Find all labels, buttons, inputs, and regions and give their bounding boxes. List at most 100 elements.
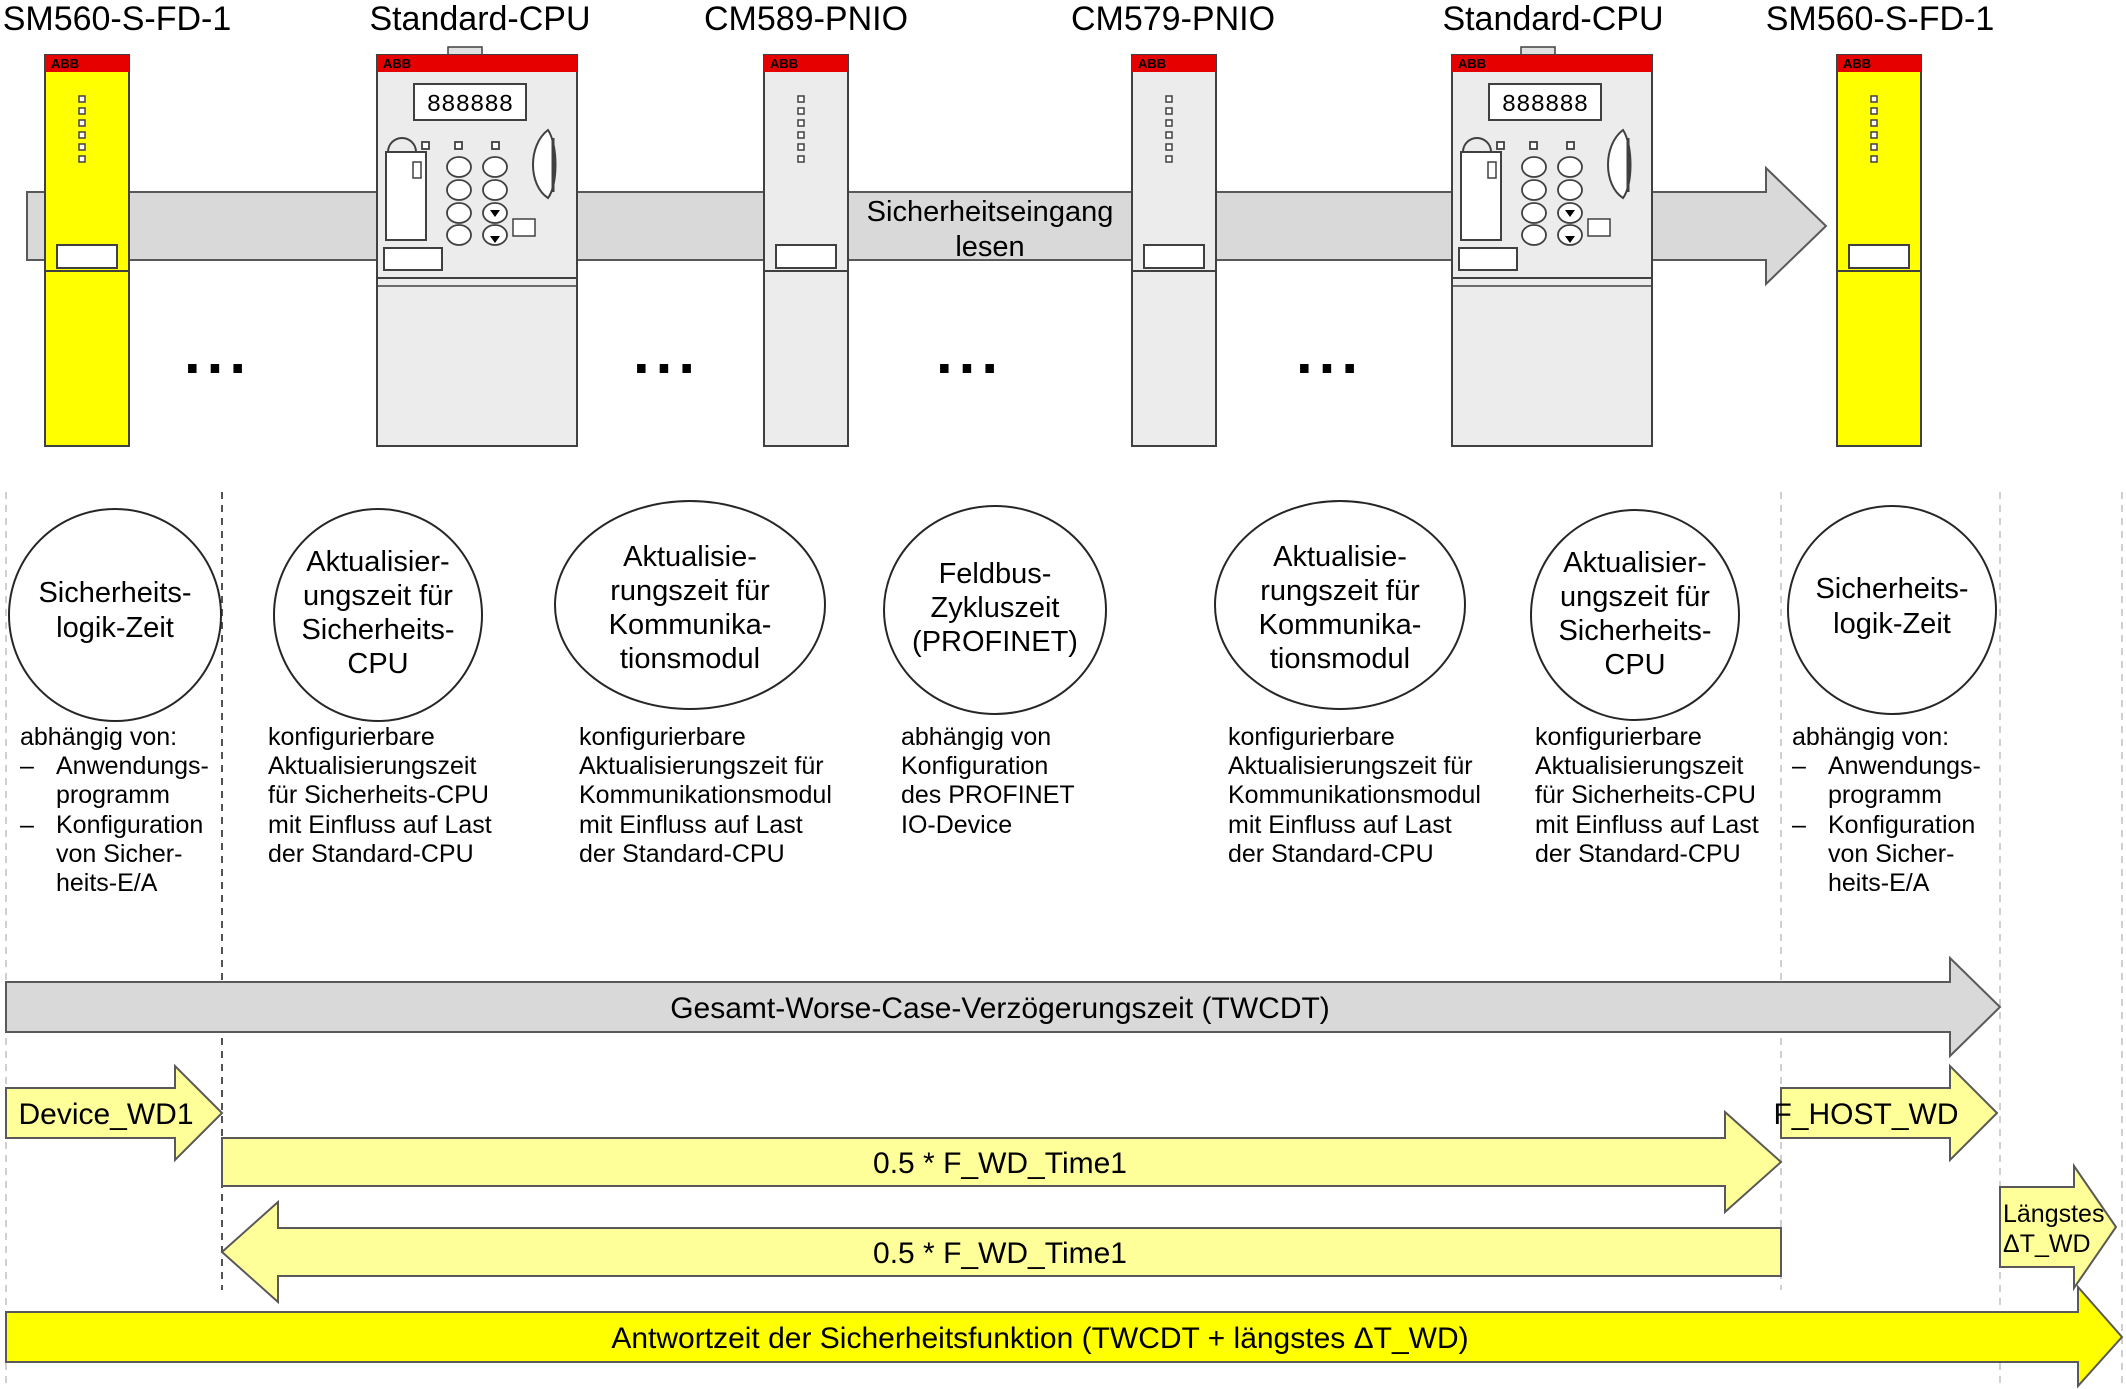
status-led-column	[78, 95, 86, 163]
stage-title-line: rungszeit für	[610, 575, 770, 607]
module-label: SM560-S-FD-1	[1766, 0, 1995, 38]
stage-title-line: tionsmodul	[1270, 643, 1410, 675]
desc-line: Kommunikationsmodul	[579, 781, 832, 809]
list-bullet: –	[1792, 811, 1806, 839]
stage-title-line: CPU	[1604, 649, 1665, 681]
desc-line: des PROFINET	[901, 781, 1075, 809]
desc-line: heits-E/A	[56, 869, 158, 897]
desc-line: programm	[56, 781, 170, 809]
ellipsis-4: ...	[1296, 319, 1364, 386]
desc-line: mit Einfluss auf Last	[1535, 811, 1759, 839]
status-led-column	[1165, 95, 1173, 163]
module-label: Standard-CPU	[369, 0, 590, 38]
module-label: CM589-PNIO	[704, 0, 908, 38]
longest-dt-wd-arrow: Längstes ΔT_WD	[1999, 1162, 2118, 1292]
stage-title-line: Aktualisier-	[306, 546, 449, 578]
stage-title-line: logik-Zeit	[56, 612, 174, 644]
desc-line: von Sicher-	[56, 840, 182, 868]
f-wd-time-forward-label: 0.5 * F_WD_Time1	[873, 1147, 1127, 1180]
abb-logo: ABB	[1843, 56, 1871, 71]
list-bullet: –	[20, 752, 34, 780]
abb-logo: ABB	[1458, 56, 1486, 71]
stage-title-line: rungszeit für	[1260, 575, 1420, 607]
desc-line: Aktualisierungszeit	[1535, 752, 1743, 780]
module-sm560-left: SM560-S-FD-1 ABB	[3, 0, 232, 447]
list-bullet: –	[1792, 752, 1806, 780]
desc-line: IO-Device	[901, 811, 1012, 839]
desc-line: heits-E/A	[1828, 869, 1930, 897]
desc-line: Anwendungs-	[56, 752, 209, 780]
stage-title-line: logik-Zeit	[1833, 608, 1951, 640]
stage-title-line: CPU	[347, 648, 408, 680]
ellipsis-1: ...	[184, 319, 252, 386]
desc-line: Konfiguration	[901, 752, 1048, 780]
twcdt-label: Gesamt-Worse-Case-Verzögerungszeit (TWCD…	[670, 992, 1330, 1025]
stage-title-line: tionsmodul	[620, 643, 760, 675]
stage-desc-cpu-update-left: konfigurierbare Aktualisierungszeit für …	[268, 723, 492, 868]
response-time-arrow: Antwortzeit der Sicherheitsfunktion (TWC…	[5, 1284, 2124, 1389]
stage-title-line: Sicherheits-	[1815, 573, 1968, 605]
desc-line: der Standard-CPU	[268, 840, 474, 868]
response-time-label: Antwortzeit der Sicherheitsfunktion (TWC…	[611, 1322, 1468, 1355]
module-label: Standard-CPU	[1442, 0, 1663, 38]
stage-title-line: Sicherheits-	[301, 614, 454, 646]
cpu-keypad	[421, 141, 508, 246]
f-host-wd-arrow: F_HOST_WD	[1773, 1063, 1999, 1163]
stage-title-line: Sicherheits-	[38, 577, 191, 609]
desc-line: abhängig von	[901, 723, 1051, 751]
flow-arrow-line2: lesen	[955, 231, 1024, 263]
stage-desc-comm-update-left: konfigurierbare Aktualisierungszeit für …	[579, 723, 832, 868]
desc-line: Kommunikationsmodul	[1228, 781, 1481, 809]
desc-line: abhängig von:	[1792, 723, 1949, 751]
module-label: SM560-S-FD-1	[3, 0, 232, 38]
desc-line: der Standard-CPU	[579, 840, 785, 868]
flow-arrow-line1: Sicherheitseingang	[867, 196, 1114, 228]
module-standard-cpu-right: Standard-CPU ABB 888888	[1442, 0, 1664, 447]
desc-line: für Sicherheits-CPU	[1535, 781, 1756, 809]
desc-line: Anwendungs-	[1828, 752, 1981, 780]
abb-logo: ABB	[51, 56, 79, 71]
stage-comm-update-left: Aktualisie- rungszeit für Kommunika- tio…	[554, 500, 826, 710]
lcd-display	[1488, 83, 1602, 121]
desc-line: von Sicher-	[1828, 840, 1954, 868]
abb-logo: ABB	[1138, 56, 1166, 71]
stage-title-line: Kommunika-	[1259, 609, 1422, 641]
abb-logo: ABB	[383, 56, 411, 71]
desc-line: konfigurierbare	[1535, 723, 1702, 751]
f-wd-time-back-label: 0.5 * F_WD_Time1	[873, 1237, 1127, 1270]
lcd-digits: 888888	[1502, 92, 1588, 119]
twcdt-arrow: Gesamt-Worse-Case-Verzögerungszeit (TWCD…	[5, 955, 2002, 1059]
module-cm579-pnio: CM579-PNIO ABB	[1071, 0, 1275, 447]
status-led-column	[797, 95, 805, 163]
stage-title-line: Sicherheits-	[1558, 615, 1711, 647]
desc-line: mit Einfluss auf Last	[1228, 811, 1452, 839]
desc-line: der Standard-CPU	[1535, 840, 1741, 868]
stage-title-line: ungszeit für	[303, 580, 453, 612]
stage-title-line: Aktualisier-	[1563, 547, 1706, 579]
stage-title-line: Feldbus-	[939, 558, 1052, 590]
stage-cpu-update-left: Aktualisier- ungszeit für Sicherheits- C…	[273, 508, 483, 722]
stage-title-line: Aktualisie-	[1273, 541, 1407, 573]
module-label-plate	[56, 244, 118, 269]
desc-line: Konfiguration	[1828, 811, 1975, 839]
stage-desc-safety-logic-left: abhängig von: – Anwendungs- programm – K…	[20, 723, 209, 897]
desc-line: Konfiguration	[56, 811, 203, 839]
stage-safety-logic-left: Sicherheits- logik-Zeit	[8, 508, 222, 722]
stage-desc-cpu-update-right: konfigurierbare Aktualisierungszeit für …	[1535, 723, 1759, 868]
desc-line: für Sicherheits-CPU	[268, 781, 489, 809]
module-sm560-right: SM560-S-FD-1 ABB	[1766, 0, 1995, 447]
stage-title-line: Zykluszeit	[931, 592, 1060, 624]
stage-title-line: Kommunika-	[609, 609, 772, 641]
device-wd1-arrow: Device_WD1	[5, 1063, 224, 1163]
stage-fieldbus-cycle: Feldbus- Zykluszeit (PROFINET)	[883, 505, 1107, 715]
desc-line: konfigurierbare	[579, 723, 746, 751]
desc-line: programm	[1828, 781, 1942, 809]
desc-line: der Standard-CPU	[1228, 840, 1434, 868]
longest-dt-wd-line1: Längstes	[2003, 1200, 2104, 1228]
ellipsis-2: ...	[633, 319, 701, 386]
module-standard-cpu-left: Standard-CPU ABB 888888	[369, 0, 591, 447]
module-label: CM579-PNIO	[1071, 0, 1275, 38]
stage-desc-comm-update-right: konfigurierbare Aktualisierungszeit für …	[1228, 723, 1481, 868]
lcd-digits: 888888	[427, 92, 513, 119]
